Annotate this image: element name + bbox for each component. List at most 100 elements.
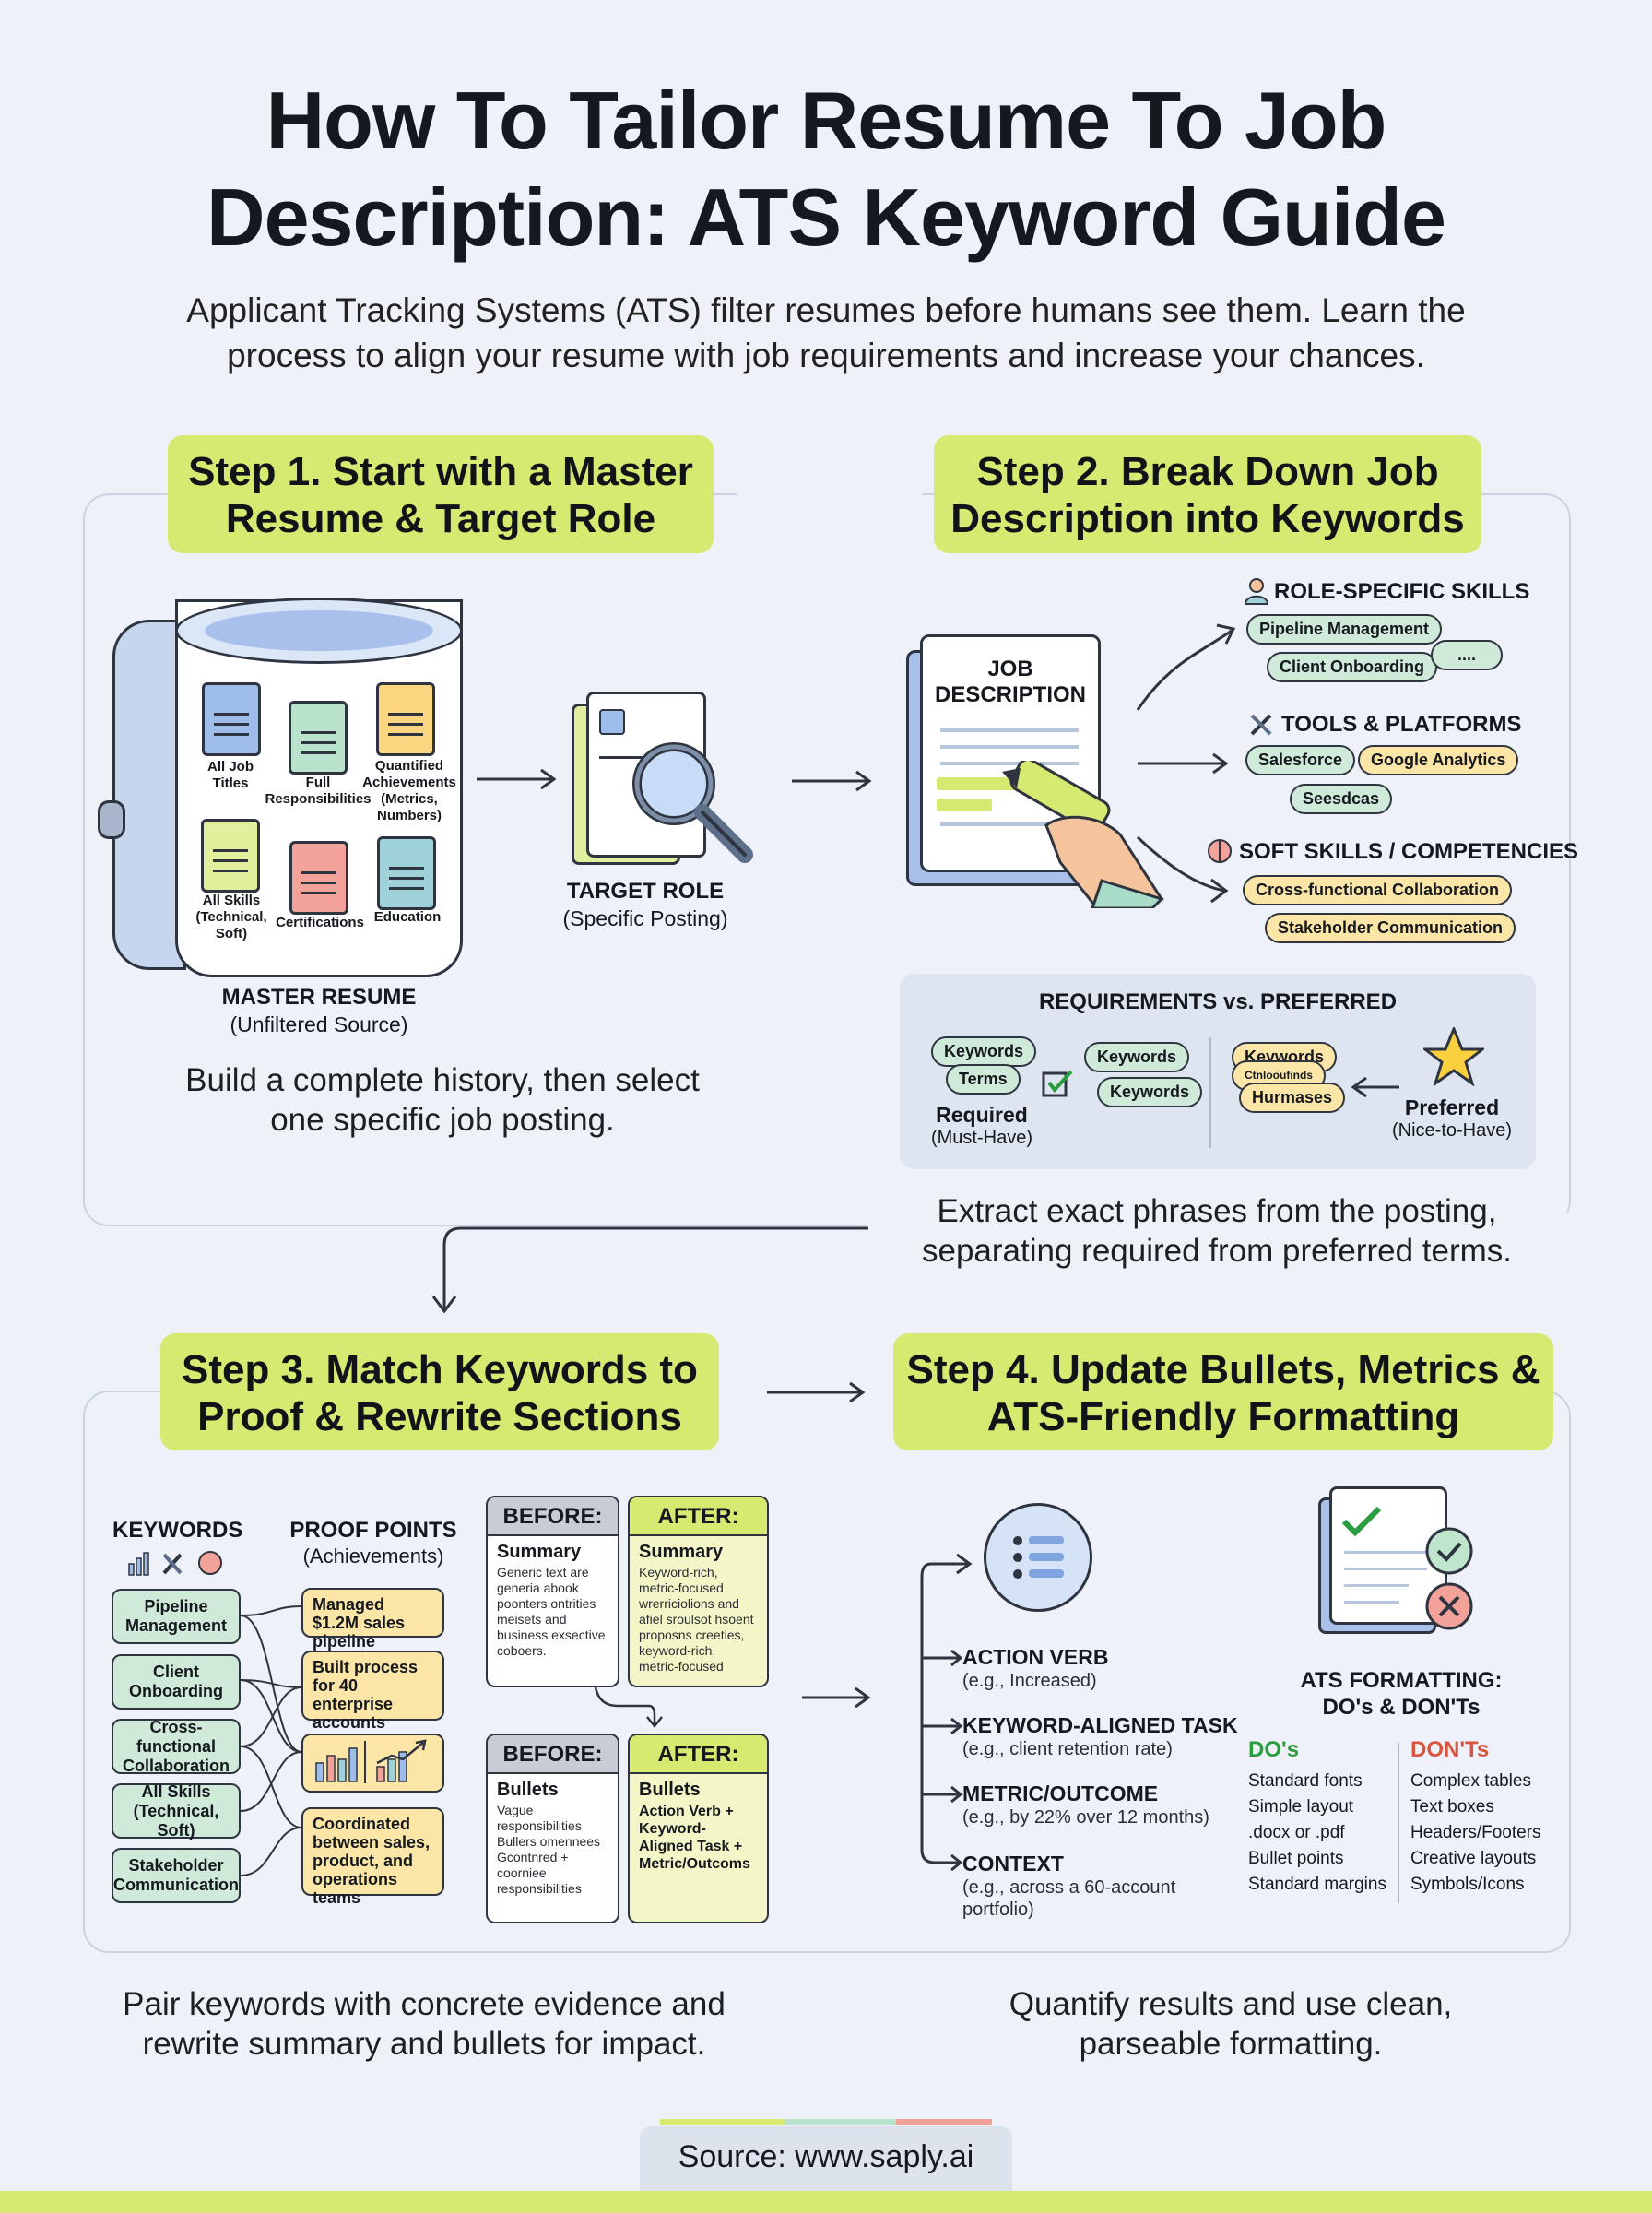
dos-list: Standard fonts Simple layout .docx or .p…: [1248, 1769, 1386, 1898]
proof-box-process: Built process for 40 enterprise accounts: [301, 1651, 444, 1732]
step1-heading: Step 1. Start with a Master Resume & Tar…: [168, 435, 714, 553]
do-item: Bullet points: [1248, 1849, 1344, 1868]
before-bullets-card: BEFORE: Bullets Vague responsibilities B…: [486, 1734, 620, 1923]
step2-caption: Extract exact phrases from the posting, …: [922, 1193, 1512, 1269]
flow-item-keyword-task: KEYWORD-ALIGNED TASK (e.g., client reten…: [962, 1713, 1238, 1759]
doc-label-responsibilities: Full Responsibilities: [265, 775, 372, 807]
summary-before-text: Generic text are generia abook poonters …: [497, 1565, 606, 1658]
master-resume-label: MASTER RESUME: [221, 985, 417, 1010]
arrow-icon: [792, 770, 872, 792]
chip-hurmases: Hurmases: [1239, 1083, 1346, 1113]
role-skills-title: ROLE-SPECIFIC SKILLS: [1274, 579, 1530, 604]
target-role-label: TARGET ROLE: [566, 879, 725, 904]
checkmark-icon: [1042, 1070, 1073, 1097]
left-arrow-icon: [1351, 1076, 1399, 1098]
proof-box-pipeline: Managed $1.2M sales pipeline: [301, 1588, 444, 1651]
dont-x-badge-icon: [1425, 1582, 1473, 1630]
requirements-title: REQUIREMENTS vs. PREFERRED: [1038, 989, 1398, 1014]
bullets-before-text: Vague responsibilities Bullers omennees …: [497, 1803, 601, 1896]
keyword-box-pipeline: Pipeline Management: [112, 1589, 241, 1644]
step4-caption: Quantify results and use clean, parseabl…: [1009, 1986, 1453, 2062]
page-title: How To Tailor Resume To Job Description:…: [0, 72, 1652, 266]
target-role-sublabel: (Specific Posting): [562, 906, 728, 930]
donts-list: Complex tables Text boxes Headers/Footer…: [1410, 1769, 1541, 1898]
person-icon: [1244, 578, 1269, 605]
keywords-column-title: KEYWORDS: [112, 1518, 243, 1543]
soft-skills-title: SOFT SKILLS / COMPETENCIES: [1239, 839, 1579, 864]
dont-item: Complex tables: [1410, 1771, 1531, 1791]
summary-label: Summary: [639, 1542, 724, 1562]
keyword-box-stakeholder: Stakeholder Communication: [112, 1848, 241, 1903]
doc-icon-certifications: [289, 841, 348, 915]
do-check-badge-icon: [1425, 1527, 1473, 1575]
step1-caption: Build a complete history, then select on…: [185, 1062, 700, 1138]
before-summary-card: BEFORE: Summary Generic text are generia…: [486, 1496, 620, 1687]
dont-item: Creative layouts: [1410, 1849, 1537, 1868]
doc-icon-achievements: [376, 682, 435, 756]
doc-icon-skills: [201, 819, 260, 893]
chip-terms: Terms: [946, 1064, 1021, 1095]
chip-pipeline-management: Pipeline Management: [1246, 614, 1443, 645]
do-item: Standard margins: [1248, 1875, 1386, 1894]
before-label: BEFORE:: [488, 1497, 618, 1536]
arrow-icon: [767, 1381, 866, 1403]
doc-label-achievements: Quantified Achievements (Metrics, Number…: [362, 758, 456, 823]
subtitle-line-2: process to align your resume with job re…: [227, 337, 1425, 374]
dont-item: Headers/Footers: [1410, 1823, 1541, 1842]
bullets-after-text: Action Verb + Keyword-Aligned Task + Met…: [639, 1804, 750, 1872]
bottom-accent-bar: [0, 2191, 1652, 2213]
chip-google-analytics: Google Analytics: [1358, 745, 1519, 775]
brain-icon: [1208, 839, 1232, 863]
flow-item-metric: METRIC/OUTCOME (e.g., by 22% over 12 mon…: [962, 1781, 1210, 1828]
proof-box-chart: [301, 1734, 444, 1793]
dont-item: Text boxes: [1410, 1797, 1494, 1817]
flow-bracket: [920, 1553, 973, 1872]
doc-label-education: Education: [373, 909, 442, 925]
tools-title: TOOLS & PLATFORMS: [1281, 712, 1522, 737]
do-item: Simple layout: [1248, 1797, 1354, 1817]
summary-after-text: Keyword-rich, metric-focused wrerricioli…: [639, 1565, 754, 1674]
chip-keywords-required: Keywords: [931, 1036, 1037, 1067]
source-text: Source: www.saply.ai: [678, 2139, 974, 2174]
step4-heading: Step 4. Update Bullets, Metrics & ATS-Fr…: [893, 1333, 1553, 1450]
subtitle-line-1: Applicant Tracking Systems (ATS) filter …: [186, 291, 1466, 329]
ats-formatting-title: ATS FORMATTING: DO's & DON'Ts: [1300, 1668, 1503, 1720]
highlighter-hand-icon: [1002, 761, 1164, 908]
doc-icon-titles: [202, 682, 261, 756]
chip-client-onboarding: Client Onboarding: [1267, 652, 1437, 682]
bar-chart-icon: [315, 1739, 427, 1783]
chip-stakeholder: Stakeholder Communication: [1265, 913, 1516, 943]
after-bullets-card: AFTER: Bullets Action Verb + Keyword-Ali…: [628, 1734, 769, 1923]
flow-item-context: CONTEXT (e.g., across a 60-account portf…: [962, 1852, 1176, 1920]
step2-heading: Step 2. Break Down Job Description into …: [934, 435, 1481, 553]
chip-ellipsis: ....: [1431, 640, 1503, 670]
star-icon: [1423, 1027, 1484, 1086]
chip-cross-functional: Cross-functional Collaboration: [1243, 875, 1513, 905]
doc-label-titles: All Job Titles: [206, 759, 254, 791]
do-item: .docx or .pdf: [1248, 1823, 1345, 1842]
dos-title: DO's: [1248, 1737, 1300, 1762]
source-box: [640, 2126, 1012, 2191]
chip-salesforce: Salesforce: [1245, 745, 1356, 775]
proof-box-coordinated: Coordinated between sales, product, and …: [301, 1807, 444, 1907]
chip-seesdcas: Seesdcas: [1290, 784, 1393, 814]
after-label: AFTER:: [630, 1735, 767, 1774]
binder-ring-icon: [98, 800, 125, 839]
title-line-1: How To Tailor Resume To Job: [266, 75, 1387, 166]
ats-check-icon: [1341, 1506, 1382, 1537]
page-subtitle: Applicant Tracking Systems (ATS) filter …: [0, 288, 1652, 378]
curved-arrow-icon: [594, 1686, 663, 1729]
branch-arrows: [1136, 623, 1236, 904]
keyword-icons: [128, 1551, 222, 1576]
do-item: Standard fonts: [1248, 1771, 1363, 1791]
after-summary-card: AFTER: Summary Keyword-rich, metric-focu…: [628, 1496, 769, 1687]
step3-caption: Pair keywords with concrete evidence and…: [123, 1986, 726, 2062]
dont-item: Symbols/Icons: [1410, 1875, 1525, 1894]
chip-keywords-a: Keywords: [1084, 1042, 1190, 1072]
jd-label: JOB DESCRIPTION: [934, 657, 1086, 707]
tools-icon: [1250, 714, 1272, 736]
summary-label: Summary: [497, 1542, 582, 1562]
proof-points-sublabel: (Achievements): [302, 1544, 444, 1568]
required-sublabel: (Must-Have): [930, 1128, 1032, 1148]
master-resume-sublabel: (Unfiltered Source): [230, 1012, 408, 1036]
